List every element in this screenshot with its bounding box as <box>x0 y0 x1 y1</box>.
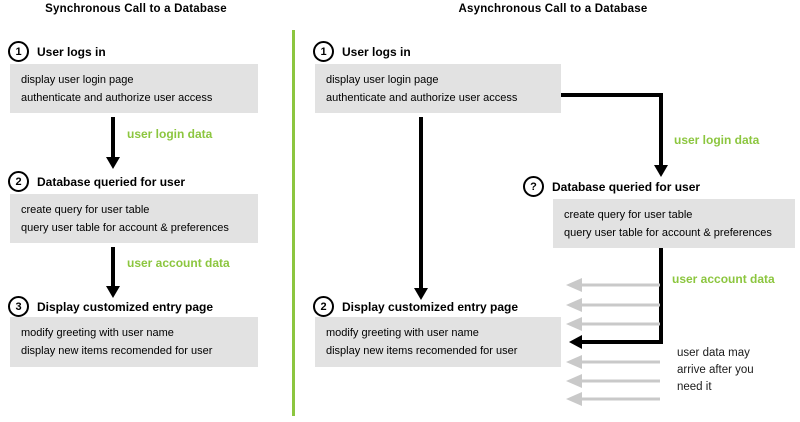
box-line: create query for user table <box>564 209 693 221</box>
box-line: display new items recomended for user <box>21 345 213 357</box>
left-down-arrow-2 <box>106 247 120 298</box>
box-line: authenticate and authorize user access <box>21 92 213 104</box>
right-query-box: create query for user table query user t… <box>553 199 795 248</box>
right-step2-heading: Display customized entry page <box>342 300 519 314</box>
box-line: display user login page <box>326 74 439 86</box>
right-step2-box: modify greeting with user name display n… <box>315 317 561 367</box>
left-step2-badge: 2 <box>8 171 29 192</box>
right-step1-box: display user login page authenticate and… <box>315 64 561 113</box>
right-query-heading: Database queried for user <box>552 180 701 194</box>
left-step2-heading: Database queried for user <box>37 175 186 189</box>
right-login-data-label: user login data <box>674 133 760 147</box>
right-elbow-arrow-account <box>569 248 663 349</box>
right-step1-heading: User logs in <box>342 45 411 59</box>
gray-left-arrow <box>566 317 660 331</box>
right-account-data-label: user account data <box>672 272 775 286</box>
right-elbow-arrow-login <box>561 93 668 177</box>
gray-left-arrow <box>566 298 660 312</box>
left-panel-title: Synchronous Call to a Database <box>45 3 227 15</box>
box-line: modify greeting with user name <box>21 327 174 339</box>
async-timing-note: user data may arrive after you need it <box>677 345 754 396</box>
box-line: query user table for account & preferenc… <box>21 222 229 234</box>
box-line: query user table for account & preferenc… <box>564 227 772 239</box>
gray-left-arrow <box>566 278 660 292</box>
left-step3-heading: Display customized entry page <box>37 300 214 314</box>
panel-divider <box>292 30 295 416</box>
left-step2-box: create query for user table query user t… <box>10 194 258 243</box>
gray-left-arrow <box>566 355 660 369</box>
left-step3-box: modify greeting with user name display n… <box>10 317 258 367</box>
left-step1-heading: User logs in <box>37 45 106 59</box>
left-down-arrow-1 <box>106 117 120 169</box>
right-step2-badge: 2 <box>313 296 334 317</box>
gray-left-arrow <box>566 374 660 388</box>
gray-left-arrow <box>566 392 660 406</box>
box-line: modify greeting with user name <box>326 327 479 339</box>
note-line: need it <box>677 381 712 393</box>
box-line: authenticate and authorize user access <box>326 92 518 104</box>
left-login-data-label: user login data <box>127 127 213 141</box>
box-line: display new items recomended for user <box>326 345 518 357</box>
right-step1-badge: 1 <box>313 41 334 62</box>
right-panel-title: Asynchronous Call to a Database <box>458 3 648 15</box>
box-line: display user login page <box>21 74 134 86</box>
right-long-down-arrow <box>414 117 428 300</box>
note-line: arrive after you <box>677 364 754 376</box>
note-line: user data may <box>677 347 750 359</box>
left-account-data-label: user account data <box>127 256 230 270</box>
box-line: create query for user table <box>21 204 150 216</box>
left-step3-badge: 3 <box>8 296 29 317</box>
left-step1-badge: 1 <box>8 41 29 62</box>
right-query-badge: ? <box>523 176 544 197</box>
left-step1-box: display user login page authenticate and… <box>10 64 258 113</box>
